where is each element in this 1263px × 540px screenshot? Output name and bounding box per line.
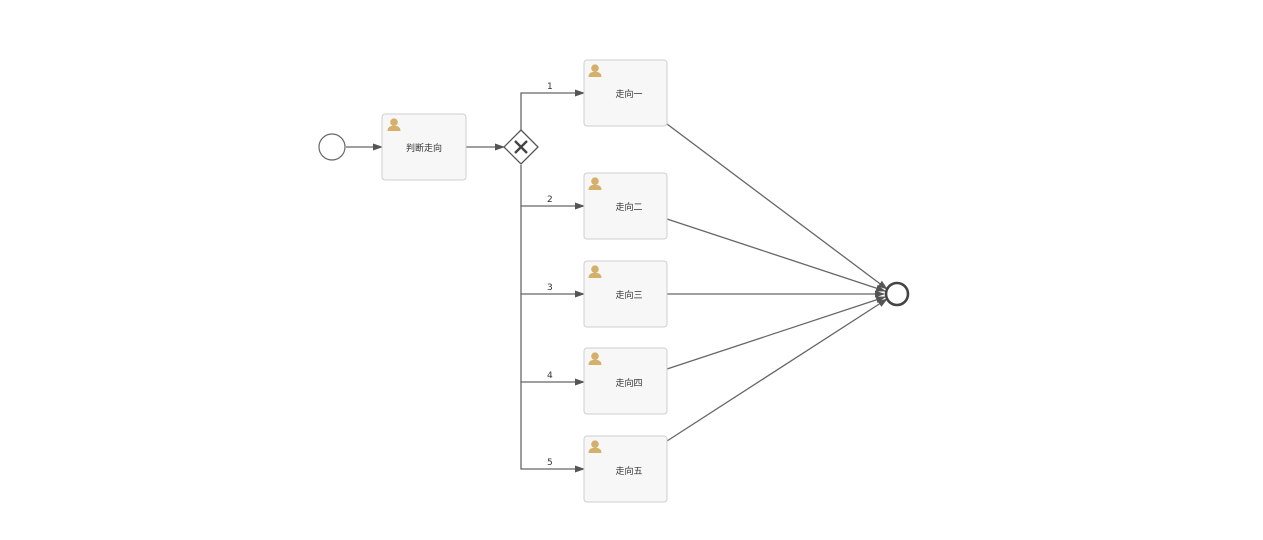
branch-label-5: 5: [547, 458, 553, 468]
flow-branch-5[interactable]: [520, 382, 585, 473]
flow-d2-to-end[interactable]: [666, 218, 886, 292]
end-event[interactable]: [884, 281, 910, 307]
task-direction-3[interactable]: 走向三: [583, 260, 668, 328]
task-judge[interactable]: 判断走向: [381, 113, 467, 181]
exclusive-gateway[interactable]: [503, 129, 539, 165]
start-event[interactable]: [318, 133, 346, 161]
task-direction-4[interactable]: 走向四: [583, 347, 668, 415]
task-direction-5-label: 走向五: [615, 465, 642, 477]
task-direction-3-label: 走向三: [615, 289, 642, 301]
task-direction-2[interactable]: 走向二: [583, 172, 668, 240]
task-direction-1-label: 走向一: [615, 88, 642, 100]
task-judge-label: 判断走向: [406, 142, 442, 154]
flow-d1-to-end[interactable]: [666, 123, 888, 290]
flows: [346, 89, 888, 473]
flow-branch-4[interactable]: [520, 294, 585, 386]
task-direction-5[interactable]: 走向五: [583, 435, 668, 503]
flow-d5-to-end[interactable]: [666, 298, 888, 442]
branch-label-4: 4: [547, 371, 553, 381]
x-icon: [514, 140, 528, 154]
task-direction-4-label: 走向四: [615, 377, 642, 389]
branch-label-3: 3: [547, 283, 553, 293]
task-direction-1[interactable]: 走向一: [583, 59, 668, 127]
branch-label-1: 1: [547, 82, 553, 92]
flow-branch-1[interactable]: [520, 89, 585, 131]
flow-d4-to-end[interactable]: [666, 296, 886, 370]
task-direction-2-label: 走向二: [615, 201, 642, 213]
flow-branch-3[interactable]: [520, 206, 585, 298]
branch-labels: 1 2 3 4 5: [547, 82, 553, 468]
branch-label-2: 2: [547, 195, 553, 205]
